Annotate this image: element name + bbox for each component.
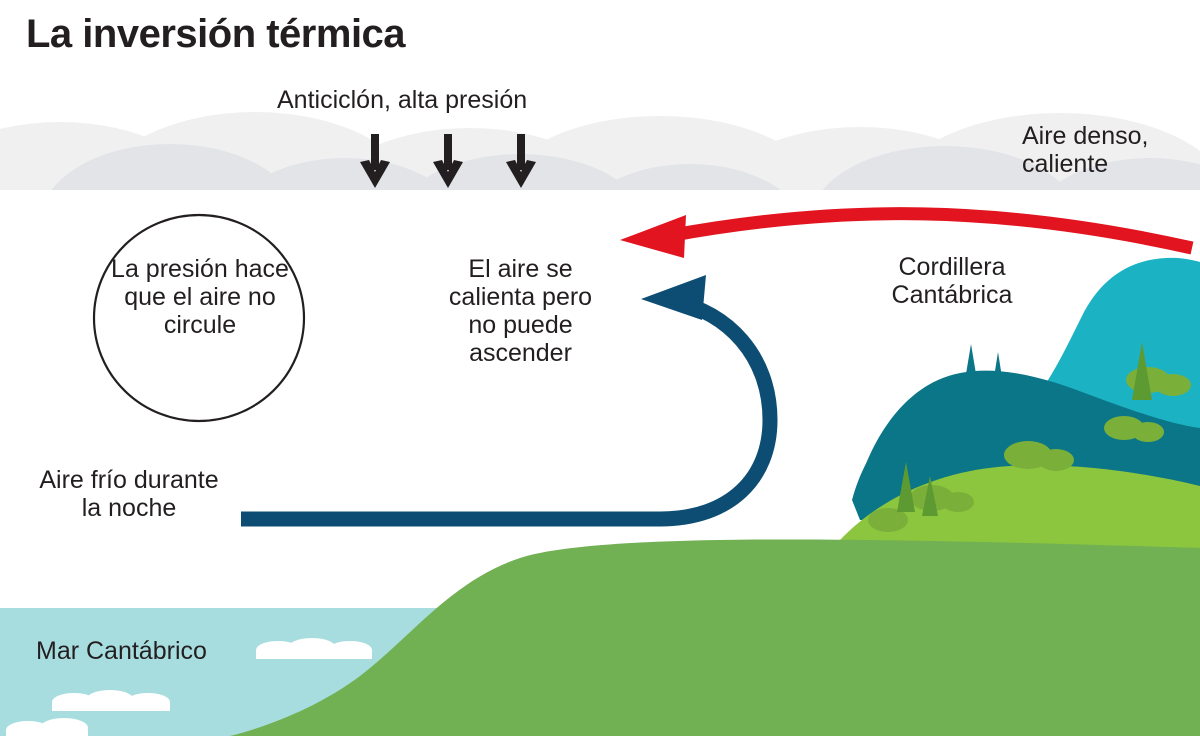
cloud-band (0, 112, 1200, 190)
page-title: La inversión térmica (26, 12, 406, 56)
label-cordillera-cantabrica: Cordillera Cantábrica (891, 253, 1013, 309)
down-arrow-icon (433, 134, 463, 188)
coastline-green-overlay (230, 539, 1200, 736)
circle-outline-icon (92, 213, 306, 423)
label-anticiclon: Anticiclón, alta presión (277, 86, 528, 114)
label-mar-cantabrico: Mar Cantábrico (36, 637, 207, 665)
hill-conifers (897, 342, 1152, 516)
down-arrow-icon (506, 134, 536, 188)
label-aire-calienta: El aire se calienta pero no puede ascend… (448, 255, 593, 367)
red-curved-arrow-left-icon (620, 207, 1194, 258)
label-aire-frio-noche: Aire frío durante la noche (39, 466, 219, 522)
label-aire-denso-caliente: Aire denso, caliente (1022, 122, 1149, 178)
sea-foam (6, 638, 372, 736)
cloud-layer-front (51, 144, 1200, 190)
down-arrow-icon (360, 134, 390, 188)
label-presion-no-circula: La presión hace que el aire no circule (111, 255, 289, 339)
pressure-down-arrows (360, 134, 536, 188)
blue-curved-arrow-left-icon (241, 275, 778, 527)
